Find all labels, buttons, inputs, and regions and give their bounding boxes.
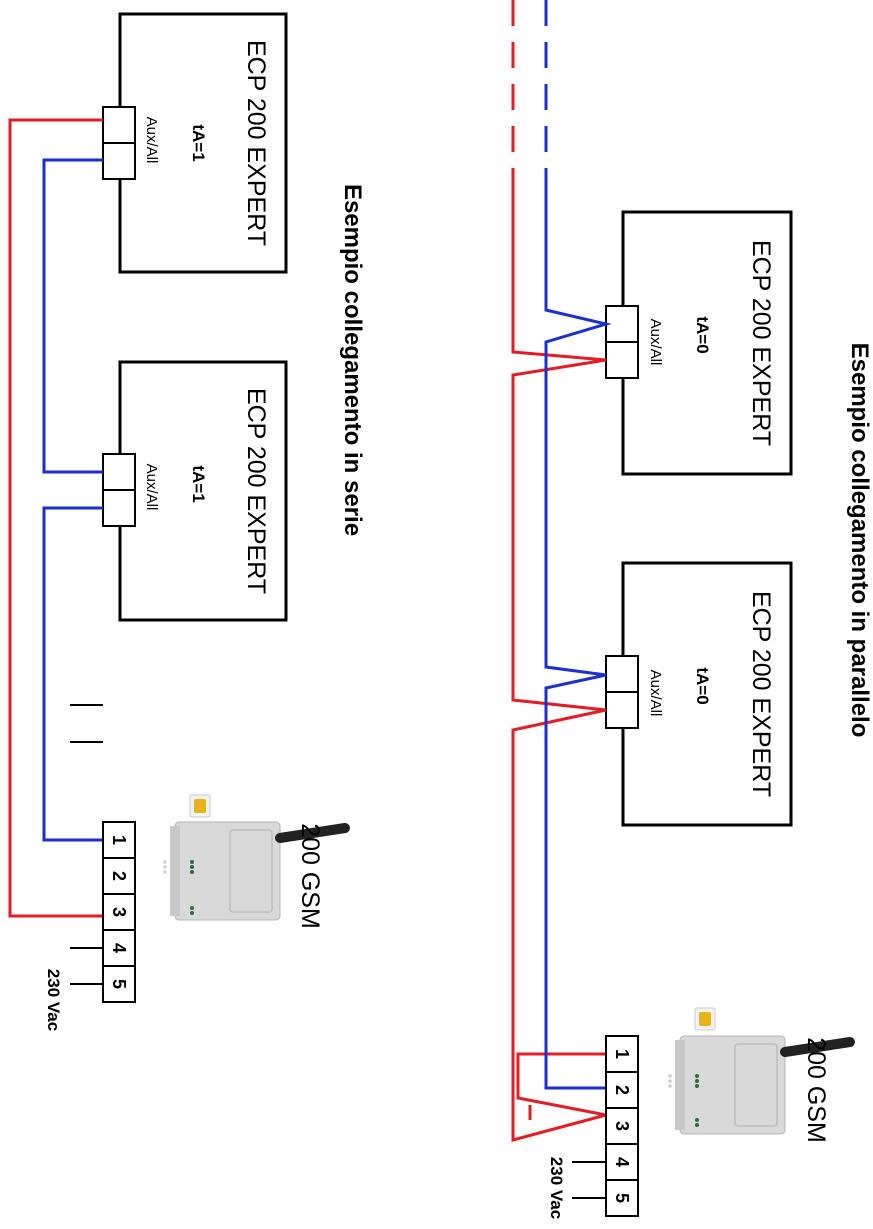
terminal-number: 2 [612,1085,632,1095]
parallel-device-2: ECP 200 EXPERT tA=0 Aux/All [605,561,793,827]
device-box [621,561,793,827]
terminal-number: 3 [109,907,129,917]
terminal-block [102,142,136,180]
terminal-block [605,655,639,693]
gsm-label: 200 GSM [296,823,324,929]
series-terminal-strip: 1 2 3 4 5 [102,821,136,1003]
terminal-number: 5 [109,979,129,989]
supply-label: 230 Vac [44,969,63,1031]
terminal-block [605,691,639,729]
terminal-label: Aux/All [647,670,664,717]
red-wire [8,118,103,918]
device-param: tA=1 [189,465,208,502]
gsm-body-shadow [675,1040,685,1130]
terminal-block [102,106,136,144]
terminal-block [605,341,639,379]
series-device-1: ECP 200 EXPERT tA=1 Aux/All [102,12,288,274]
device-param: tA=0 [693,316,712,353]
blue-wire [42,506,103,842]
terminal-number: 1 [109,835,129,845]
sim-chip-icon [699,1012,711,1026]
led-icon [163,860,194,915]
terminal-number: 4 [612,1157,632,1167]
terminal-number: 4 [109,943,129,953]
gsm-panel [229,829,273,913]
parallel-device-1: ECP 200 EXPERT tA=0 Aux/All [605,210,793,476]
terminal-number: 5 [612,1193,632,1203]
series-device-2: ECP 200 EXPERT tA=1 Aux/All [102,360,288,622]
device-name: ECP 200 EXPERT [747,591,775,797]
parallel-heading: Esempio collegamento in parallelo [846,343,873,738]
terminal-label: Aux/All [143,464,160,511]
device-param: tA=1 [189,124,208,161]
series-gsm-module: 200 GSM [163,794,350,929]
terminal-number: 1 [612,1049,632,1059]
parallel-terminal-strip: 1 2 3 4 5 [605,1035,639,1217]
terminal-number: 2 [109,871,129,881]
gsm-label: 200 GSM [802,1037,830,1143]
device-name: ECP 200 EXPERT [242,40,270,246]
supply-wire [70,704,103,743]
antenna-icon [275,823,350,843]
red-wire [511,178,607,1142]
parallel-gsm-module: 200 GSM [668,1007,855,1143]
gsm-panel [734,1043,778,1127]
device-param: tA=0 [693,667,712,704]
device-box [118,360,288,622]
terminal-block [102,453,136,491]
blue-wire [544,178,612,1090]
supply-wire [572,1161,606,1199]
device-box [118,12,288,274]
supply-wire [70,947,103,985]
device-box [621,210,793,476]
antenna-icon [780,1037,855,1057]
terminal-block [102,489,136,527]
sim-chip-icon [194,799,206,813]
device-name: ECP 200 EXPERT [242,388,270,594]
terminal-number: 3 [612,1121,632,1131]
terminal-block [605,305,639,343]
blue-wire [42,158,103,474]
led-icon [668,1074,699,1127]
series-heading: Esempio collegamento in serie [339,184,366,536]
series-diagram: Esempio collegamento in serie ECP 200 EX… [8,12,366,1031]
terminal-label: Aux/All [143,117,160,164]
gsm-body-shadow [170,826,180,916]
device-name: ECP 200 EXPERT [747,240,775,446]
supply-label: 230 Vac [547,1157,566,1219]
terminal-label: Aux/All [647,319,664,366]
parallel-diagram: Esempio collegamento in parallelo ECP 20… [511,0,873,1219]
